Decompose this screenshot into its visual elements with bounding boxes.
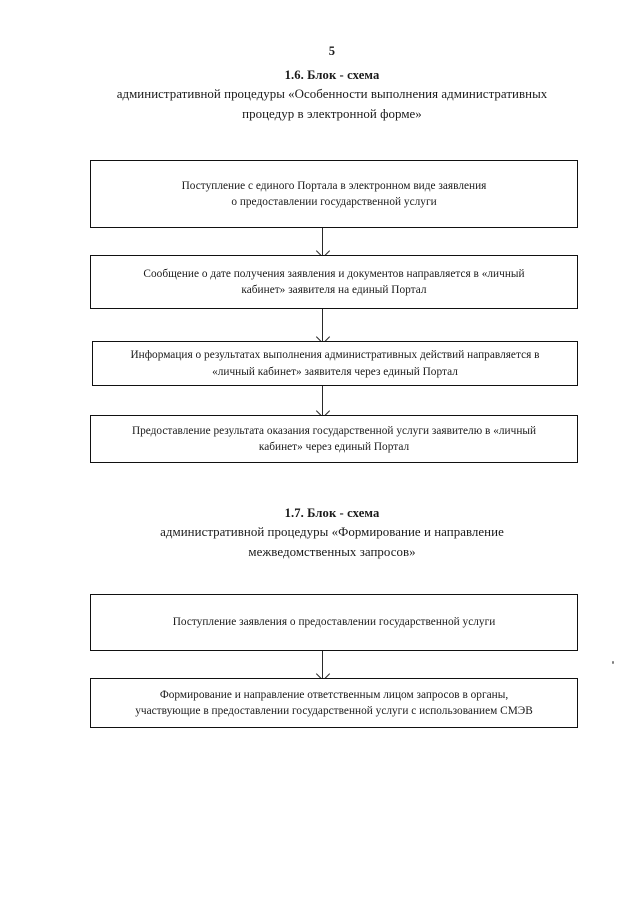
flowchart-box-1-6-1-line-1: Поступление с единого Портала в электрон… xyxy=(181,179,487,192)
arrow-shaft xyxy=(322,386,324,415)
flowchart-box-1-7-1-line-1: Поступление заявления о предоставлении г… xyxy=(172,616,496,629)
scan-artifact-speck xyxy=(612,661,614,664)
flowchart-box-1-6-3: Информация о результатах выполнения адми… xyxy=(92,341,578,386)
flowchart-box-1-7-1: Поступление заявления о предоставлении г… xyxy=(90,594,578,651)
flowchart-box-1-6-2: Сообщение о дате получения заявления и д… xyxy=(90,255,578,309)
flowchart-box-1-6-2-line-1: Сообщение о дате получения заявления и д… xyxy=(143,267,525,280)
flowchart-box-1-7-2-text: Формирование и направление ответственным… xyxy=(135,687,533,720)
arrow-shaft xyxy=(322,651,324,678)
arrow-shaft xyxy=(322,228,324,255)
flowchart-box-1-7-2: Формирование и направление ответственным… xyxy=(90,678,578,728)
arrow-shaft xyxy=(322,309,324,341)
flowchart-box-1-7-2-line-1: Формирование и направление ответственным… xyxy=(159,688,509,701)
heading-1-7-line-3: межведомственных запросов» xyxy=(248,544,416,559)
flowchart-box-1-6-1-line-2: о предоставлении государственной услуги xyxy=(231,196,437,208)
flowchart-box-1-6-2-text: Сообщение о дате получения заявления и д… xyxy=(143,266,524,299)
flowchart-arrow-1-6-2 xyxy=(316,309,331,345)
heading-1-7-line-2: административной процедуры «Формирование… xyxy=(160,525,504,539)
flowchart-box-1-6-3-text: Информация о результатах выполнения адми… xyxy=(130,347,539,380)
flowchart-box-1-6-3-line-1: Информация о результатах выполнения адми… xyxy=(130,349,540,362)
flowchart-arrow-1-7-1 xyxy=(316,651,331,682)
flowchart-box-1-6-2-line-2: кабинет» заявителя на единый Портал xyxy=(241,284,427,296)
flowchart-box-1-6-1: Поступление с единого Портала в электрон… xyxy=(90,160,578,228)
heading-1-6-line-3: процедур в электронной форме» xyxy=(242,106,422,121)
flowchart-box-1-6-4-line-1: Предоставление результата оказания госуд… xyxy=(131,424,537,437)
heading-1-7-line-1: 1.7. Блок - схема xyxy=(284,506,380,520)
flowchart-arrow-1-6-1 xyxy=(316,228,331,259)
heading-1-6-line-2: административной процедуры «Особенности … xyxy=(116,87,548,101)
flowchart-box-1-7-2-line-2: участвующие в предоставлении государстве… xyxy=(135,705,533,717)
section-heading-1-7: 1.7. Блок - схема административной проце… xyxy=(52,504,612,562)
flowchart-box-1-6-4: Предоставление результата оказания госуд… xyxy=(90,415,578,463)
flowchart-box-1-6-3-line-2: «личный кабинет» заявителя через единый … xyxy=(212,365,458,378)
section-heading-1-6: 1.6. Блок - схема административной проце… xyxy=(52,66,612,124)
flowchart-arrow-1-6-3 xyxy=(316,386,331,419)
flowchart-box-1-6-4-text: Предоставление результата оказания госуд… xyxy=(132,423,536,456)
heading-1-6-line-1: 1.6. Блок - схема xyxy=(284,68,380,82)
flowchart-box-1-7-1-text: Поступление заявления о предоставлении г… xyxy=(173,614,496,630)
flowchart-box-1-6-4-line-2: кабинет» через единый Портал xyxy=(258,441,410,453)
page-number: 5 xyxy=(328,44,336,58)
flowchart-box-1-6-1-text: Поступление с единого Портала в электрон… xyxy=(182,178,487,211)
